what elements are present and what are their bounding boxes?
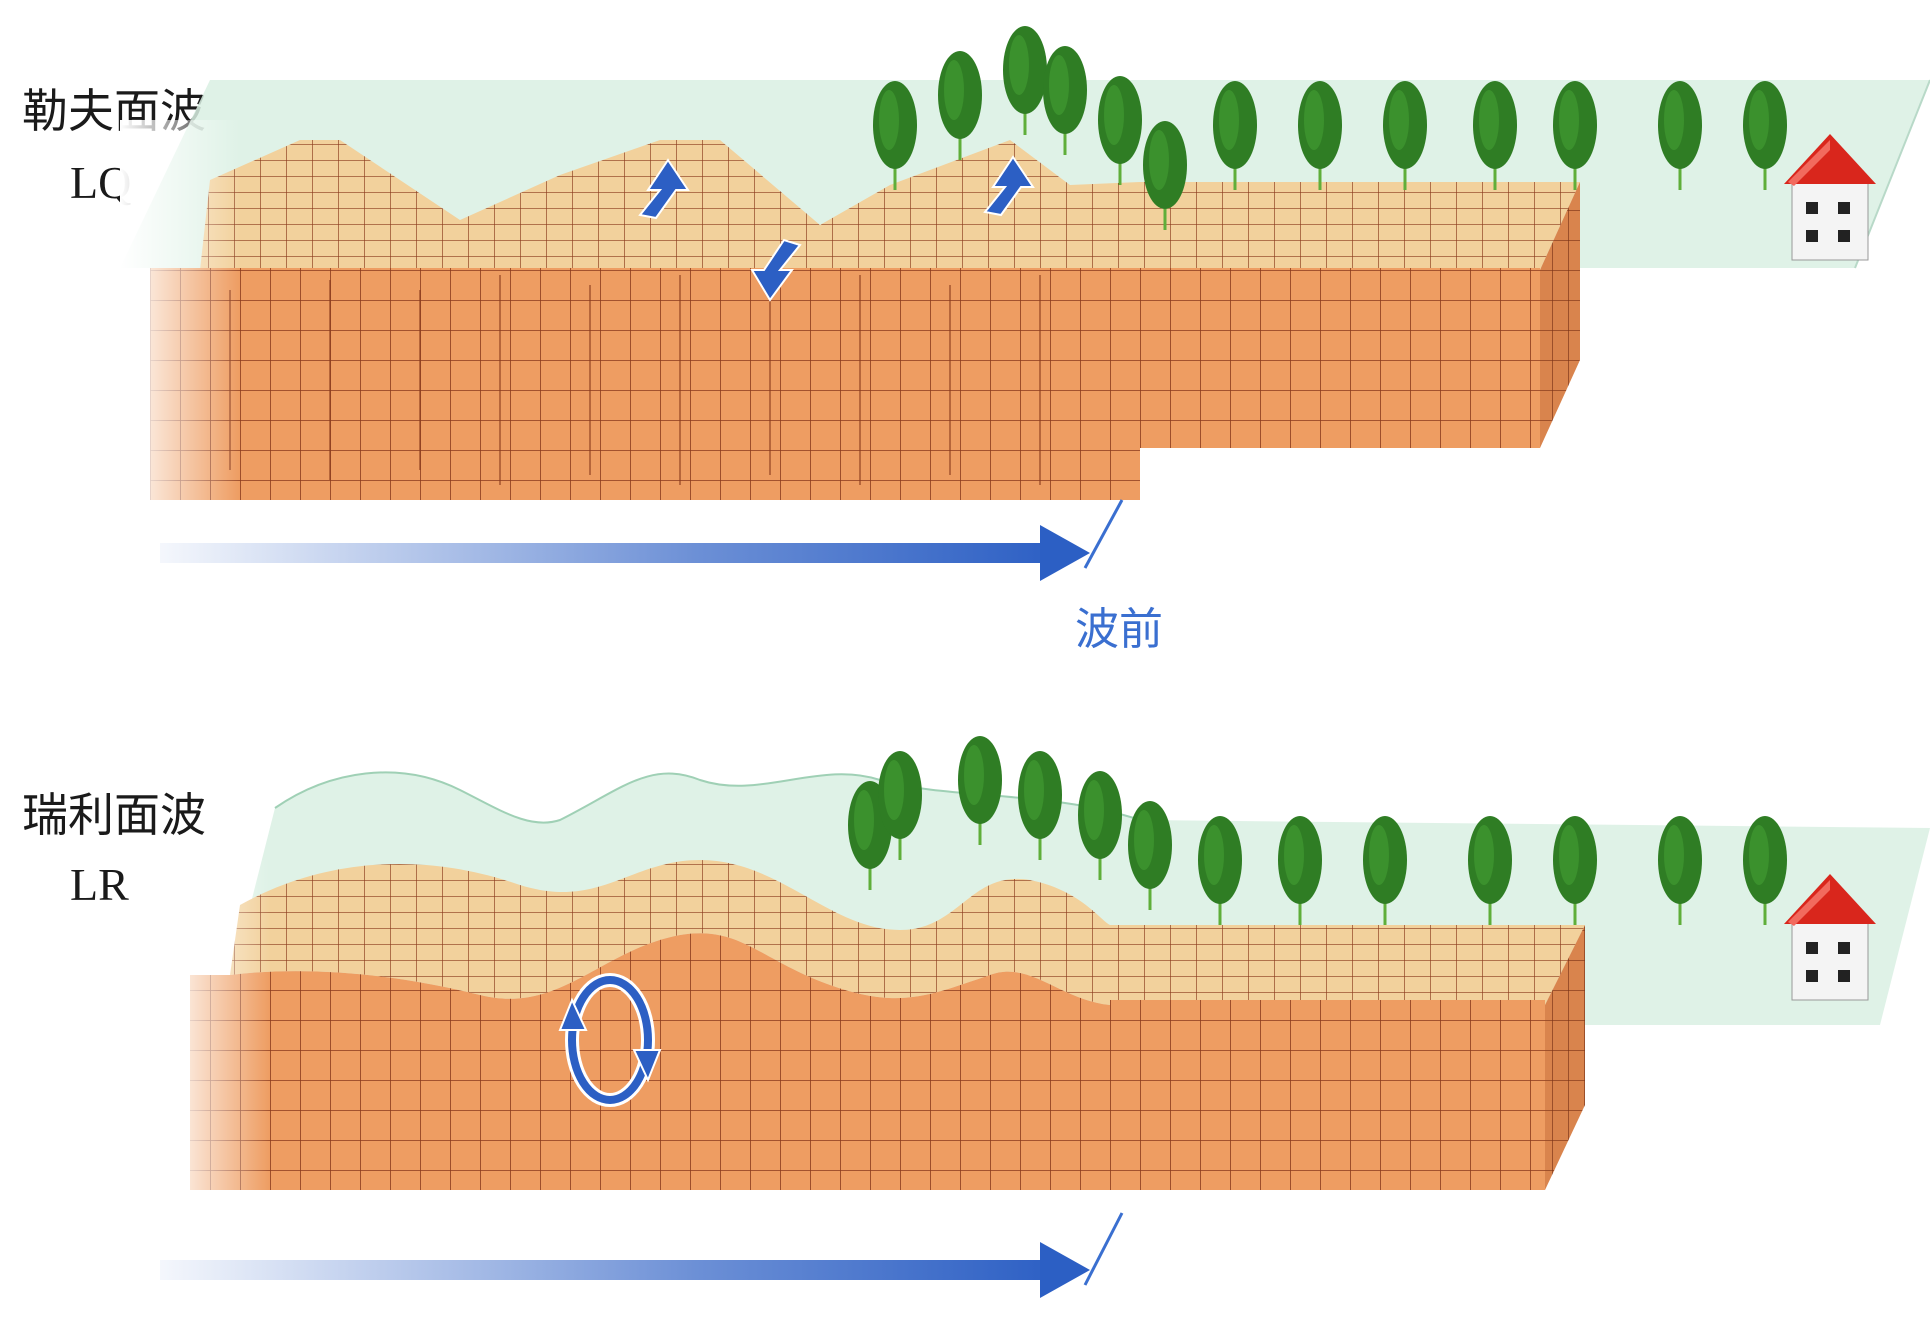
love-shear-columns — [229, 275, 1041, 485]
love-block-side — [1540, 182, 1580, 448]
love-block-top-disturbed — [200, 140, 1140, 270]
love-down-arrow — [750, 238, 802, 302]
rayleigh-propagation-arrowhead — [1040, 1242, 1090, 1298]
love-up-arrow-2 — [983, 155, 1035, 217]
rayleigh-wavefront-line — [1083, 1212, 1124, 1286]
rayleigh-wave-title: 瑞利面波 — [22, 788, 206, 842]
love-up-arrow-1 — [638, 158, 690, 220]
love-wave-panel — [120, 24, 1930, 581]
rayleigh-wave-panel — [160, 734, 1930, 1298]
love-wavefront-line — [1083, 499, 1124, 569]
love-block-front-right — [1140, 268, 1540, 448]
love-block-front-disturbed — [150, 268, 1140, 500]
rayleigh-propagation-arrow-shaft — [160, 1260, 1060, 1280]
love-propagation-arrowhead — [1040, 525, 1090, 581]
rayleigh-block-top-right — [1110, 925, 1585, 1005]
love-propagation-arrow-shaft — [160, 543, 1060, 563]
rayleigh-wave-code: LR — [70, 859, 129, 910]
wavefront-label: 波前 — [1075, 604, 1163, 655]
rayleigh-block-top-wavy — [230, 860, 1110, 1005]
rayleigh-block-side — [1545, 925, 1585, 1190]
rayleigh-elliptical-motion-icon — [558, 973, 662, 1107]
love-block-top-right — [1140, 182, 1580, 270]
rayleigh-block-front-right — [1110, 1000, 1545, 1190]
